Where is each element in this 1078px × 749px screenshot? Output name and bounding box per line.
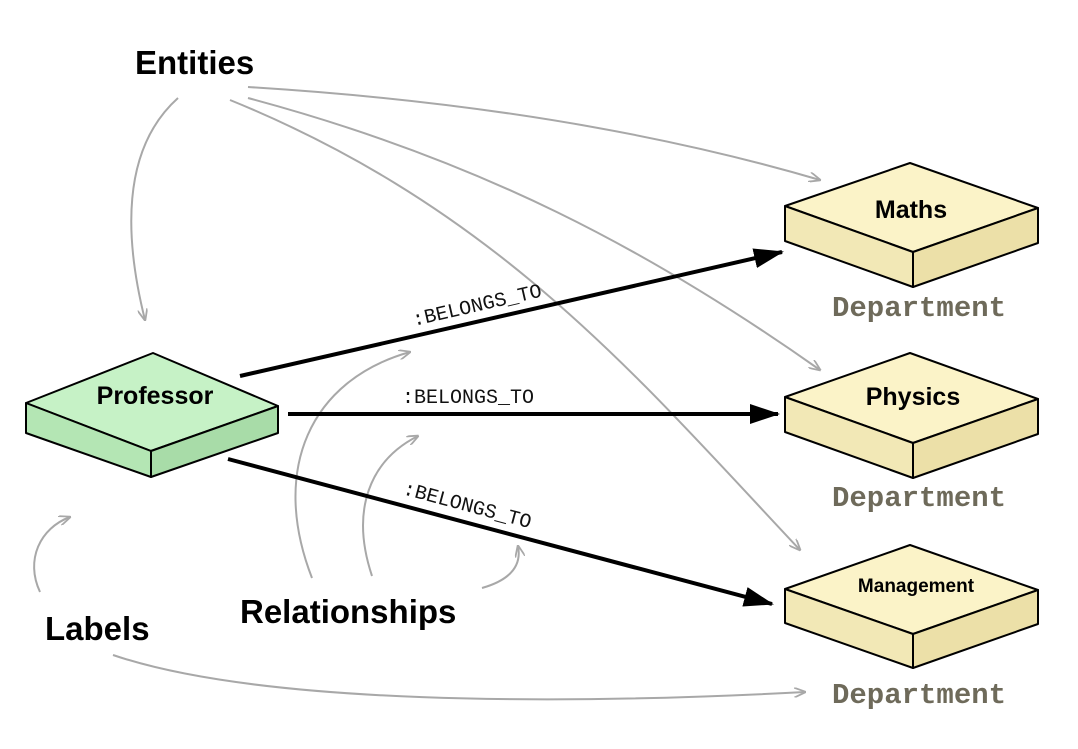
entities-to-maths-arrow xyxy=(247,86,820,180)
relationships-to-physics-edge-arrow xyxy=(362,436,418,577)
rel-arrow-management xyxy=(227,457,774,607)
maths-node[interactable] xyxy=(784,162,1039,288)
rel-label-maths: :BELONGS_TO xyxy=(410,281,544,333)
management-label-department: Department xyxy=(832,679,1006,712)
physics-node-right-face xyxy=(912,398,1039,479)
labels-to-professor-arrow xyxy=(33,517,70,593)
maths-node-label: Maths xyxy=(875,196,947,224)
management-node-right-face xyxy=(912,589,1039,669)
physics-node[interactable] xyxy=(784,352,1039,479)
physics-node-label: Physics xyxy=(866,383,961,411)
maths-label-department: Department xyxy=(832,292,1006,325)
annotation-arrows xyxy=(33,86,820,701)
labels-annotation: Labels xyxy=(45,610,150,647)
relationships-annotation: Relationships xyxy=(240,593,456,630)
labels-to-department-arrow xyxy=(112,654,805,701)
professor-node[interactable] xyxy=(25,352,279,478)
entities-to-professor-arrow xyxy=(130,97,179,320)
relationships-to-management-edge-arrow xyxy=(481,546,519,589)
rel-arrow-maths xyxy=(239,248,784,378)
management-node-label: Management xyxy=(858,576,975,597)
entities-annotation: Entities xyxy=(135,44,254,81)
relationships-to-maths-edge-arrow xyxy=(294,352,410,579)
maths-node-right-face xyxy=(912,207,1039,288)
professor-node-right-face xyxy=(150,405,279,478)
rel-label-physics: :BELONGS_TO xyxy=(402,387,534,410)
professor-node-label: Professor xyxy=(97,382,214,410)
entities-to-physics-arrow xyxy=(247,97,820,370)
relationship-arrows xyxy=(227,248,784,607)
physics-label-department: Department xyxy=(832,482,1006,515)
management-node[interactable] xyxy=(784,544,1039,669)
rel-label-management: :BELONGS_TO xyxy=(400,479,533,535)
